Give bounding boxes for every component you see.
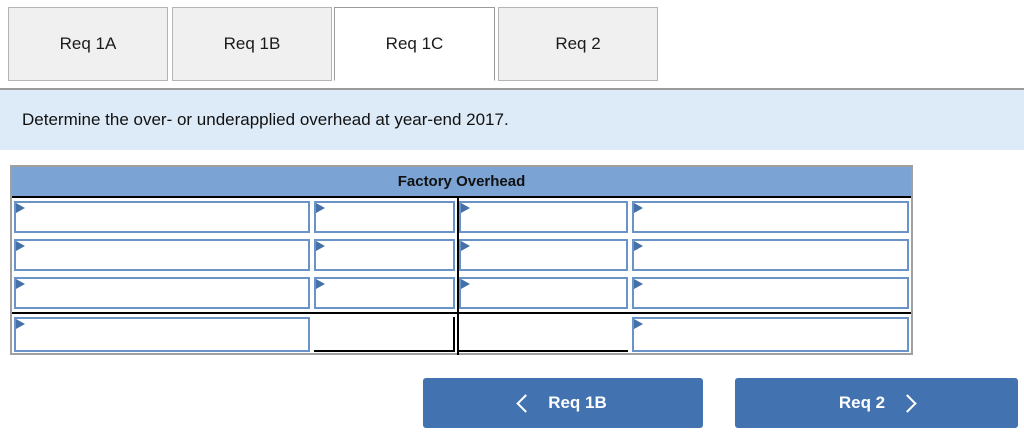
overhead-input-r3c4[interactable] bbox=[632, 277, 909, 309]
table-row bbox=[12, 274, 911, 312]
next-button-label: Req 2 bbox=[838, 393, 886, 412]
table-cell bbox=[312, 236, 457, 274]
tab-label: Req 1B bbox=[223, 34, 281, 53]
total-cell-r4c2 bbox=[314, 317, 455, 352]
table-title: Factory Overhead bbox=[397, 173, 526, 190]
table-cell bbox=[12, 314, 312, 355]
factory-overhead-table: Factory Overhead bbox=[10, 165, 913, 355]
overhead-input-r1c4[interactable] bbox=[632, 201, 909, 233]
overhead-input-r3c2[interactable] bbox=[314, 277, 455, 309]
table-cell bbox=[457, 274, 630, 312]
tab-strip: Req 1A Req 1B Req 1C Req 2 bbox=[0, 0, 1024, 88]
table-body bbox=[12, 198, 911, 355]
table-cell bbox=[12, 198, 312, 236]
overhead-input-r3c1[interactable] bbox=[14, 277, 310, 309]
instruction-text: Determine the over- or underapplied over… bbox=[22, 110, 509, 129]
prev-requirement-button[interactable]: Req 1B bbox=[423, 378, 703, 428]
table-cell bbox=[630, 198, 911, 236]
next-requirement-button[interactable]: Req 2 bbox=[735, 378, 1018, 428]
tab-req-1c[interactable]: Req 1C bbox=[334, 7, 495, 81]
overhead-input-r2c3[interactable] bbox=[459, 239, 628, 271]
column-divider bbox=[457, 198, 459, 355]
overhead-input-r1c3[interactable] bbox=[459, 201, 628, 233]
prev-button-label: Req 1B bbox=[548, 393, 607, 412]
tab-req-2[interactable]: Req 2 bbox=[498, 7, 658, 81]
table-row bbox=[12, 236, 911, 274]
tab-label: Req 2 bbox=[555, 34, 601, 53]
table-cell bbox=[630, 314, 911, 355]
overhead-input-r1c2[interactable] bbox=[314, 201, 455, 233]
table-cell bbox=[630, 274, 911, 312]
total-cell-r4c3 bbox=[459, 317, 628, 352]
table-row bbox=[12, 198, 911, 236]
table-cell bbox=[457, 198, 630, 236]
table-title-bar: Factory Overhead bbox=[12, 167, 911, 198]
chevron-right-icon bbox=[898, 393, 917, 413]
chevron-left-icon bbox=[516, 393, 535, 413]
overhead-input-r1c1[interactable] bbox=[14, 201, 310, 233]
tab-label: Req 1C bbox=[385, 34, 444, 53]
overhead-input-r2c2[interactable] bbox=[314, 239, 455, 271]
table-row-total bbox=[12, 312, 911, 355]
table-cell bbox=[457, 314, 630, 355]
overhead-input-r2c1[interactable] bbox=[14, 239, 310, 271]
table-cell bbox=[457, 236, 630, 274]
overhead-input-r4c4[interactable] bbox=[632, 317, 909, 352]
table-cell bbox=[12, 274, 312, 312]
table-cell bbox=[312, 314, 457, 355]
tab-label: Req 1A bbox=[59, 34, 117, 53]
table-cell bbox=[630, 236, 911, 274]
table-cell bbox=[312, 198, 457, 236]
tab-req-1a[interactable]: Req 1A bbox=[8, 7, 168, 81]
table-cell bbox=[12, 236, 312, 274]
overhead-input-r2c4[interactable] bbox=[632, 239, 909, 271]
overhead-input-r3c3[interactable] bbox=[459, 277, 628, 309]
table-cell bbox=[312, 274, 457, 312]
tab-req-1b[interactable]: Req 1B bbox=[172, 7, 332, 81]
instruction-banner: Determine the over- or underapplied over… bbox=[0, 88, 1024, 150]
overhead-input-r4c1[interactable] bbox=[14, 317, 310, 352]
